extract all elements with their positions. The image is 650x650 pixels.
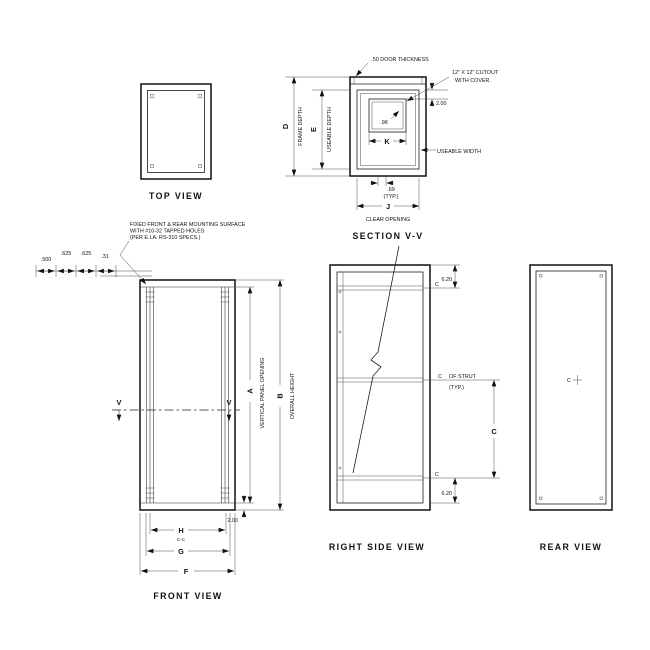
section-j-dim: J CLEAR OPENING (356, 178, 420, 223)
cutout-note-line1: 12" X 12" CUTOUT (452, 70, 499, 76)
dim-0-500: .500 (41, 257, 52, 263)
mounting-note: FIXED FRONT & REAR MOUNTING SURFACE WITH… (119, 222, 246, 285)
dim-0-98: .98 (380, 120, 388, 126)
dim-c: C (491, 427, 497, 436)
rear-view: C REAR VIEW (529, 264, 613, 552)
front-top-dims: .500 .625 .625 .31 (35, 251, 152, 277)
typ-label: (TYP.) (384, 194, 399, 200)
dim-b: B (276, 393, 285, 398)
overall-height-label: OVERALL HEIGHT (290, 372, 296, 419)
top-view-outline (140, 83, 212, 180)
dim-f: F (184, 567, 189, 576)
top-view-corner-marks (150, 94, 202, 168)
door-thickness-note: .50 DOOR THICKNESS (371, 57, 429, 63)
mounting-note-line3: (PER E.I.A. RS-310 SPECS.) (130, 235, 201, 241)
section-69-dim: .69 (TYP.) (370, 176, 399, 200)
front-view-linework (139, 279, 236, 511)
front-view: FIXED FRONT & REAR MOUNTING SURFACE WITH… (35, 222, 296, 601)
section-mark-v-right: V (227, 398, 232, 407)
centerline-top: C (435, 282, 439, 288)
right-side-view-title: RIGHT SIDE VIEW (329, 542, 425, 552)
section-mark-v-left: V (117, 398, 122, 407)
section-2-00-dim: 2.00 (406, 82, 448, 107)
rear-view-corner-marks (539, 274, 603, 500)
break-line (352, 245, 400, 474)
dim-0-69: .69 (387, 187, 395, 193)
useable-depth-label: USEABLE DEPTH (327, 107, 333, 152)
section-k-dim: K (368, 132, 407, 146)
dim-j: J (386, 202, 390, 211)
rear-centerline-label: C (567, 378, 571, 384)
front-width-dims: H C-C G F (139, 513, 236, 576)
right-side-view: 6.20 C C OF STRUT (TYP.) C C 6.20 RIGHT … (329, 245, 500, 552)
dim-0-625-a: .625 (61, 251, 72, 257)
top-view-title: TOP VIEW (149, 191, 203, 201)
dim-2-00: 2.00 (436, 101, 447, 107)
dim-c-c: C-C (177, 537, 186, 542)
dim-6-20-top: 6.20 (442, 277, 453, 283)
dim-0-625-b: .625 (81, 251, 92, 257)
top-view: TOP VIEW (140, 83, 212, 201)
section-outline (349, 76, 427, 177)
right-side-c-dim: C C (423, 379, 500, 479)
right-side-620-bottom: 6.20 (430, 477, 460, 504)
rear-centerline-mark: C (567, 375, 582, 385)
frame-depth-label: FRAME DEPTH (298, 107, 304, 146)
dim-2-00: 2.00 (228, 518, 239, 524)
of-strut-label: OF STRUT (449, 374, 477, 380)
front-view-outline (139, 279, 236, 511)
centerline-bottom: C (435, 472, 439, 478)
dim-d: D (281, 123, 290, 129)
vertical-panel-opening-label: VERTICAL PANEL OPENING (260, 358, 266, 429)
right-side-strut-note: C OF STRUT (TYP.) (423, 374, 500, 391)
dim-a: A (246, 388, 255, 394)
dim-6-20-bottom: 6.20 (442, 491, 453, 497)
front-height-dims: A VERTICAL PANEL OPENING B OVERALL HEIGH… (236, 279, 296, 511)
section-linework (349, 76, 427, 177)
strut-typ-label: (TYP.) (449, 385, 464, 391)
dim-k: K (384, 137, 390, 146)
section-vv: D FRAME DEPTH E USEABLE DEPTH .50 DOOR T… (281, 57, 499, 241)
clear-opening-label: CLEAR OPENING (366, 217, 410, 223)
dim-g: G (178, 547, 184, 556)
mounting-note-line2: WITH #10-32 TAPPED HOLES (130, 229, 205, 235)
rear-view-title: REAR VIEW (540, 542, 602, 552)
cutout-outline (368, 98, 407, 133)
right-side-linework (329, 245, 431, 511)
front-view-title: FRONT VIEW (153, 591, 222, 601)
dim-e: E (309, 127, 318, 132)
section-vv-title: SECTION V-V (352, 231, 423, 241)
mounting-note-line1: FIXED FRONT & REAR MOUNTING SURFACE (130, 222, 246, 228)
rear-view-outline (529, 264, 613, 511)
dim-h: H (178, 526, 183, 535)
right-side-outline (329, 264, 431, 511)
useable-width-label: USEABLE WIDTH (437, 149, 481, 155)
section-cut-line: V V (112, 398, 240, 422)
front-2-00-dim: 2.00 (228, 495, 247, 524)
section-depth-dims: D FRAME DEPTH E USEABLE DEPTH (281, 76, 350, 177)
centerline-mid: C (438, 374, 442, 380)
dim-0-31: .31 (101, 254, 109, 260)
cutout-note-line2: WITH COVER. (455, 78, 491, 84)
right-side-620-top: 6.20 C (423, 264, 460, 289)
